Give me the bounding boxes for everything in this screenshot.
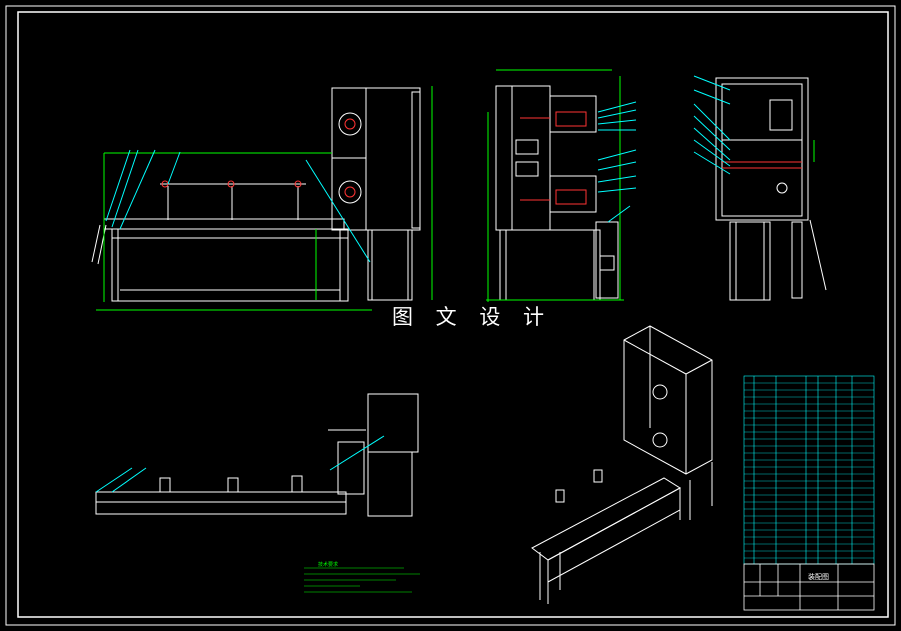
parts-list [743, 375, 875, 565]
technical-notes [304, 567, 420, 593]
front-view [91, 86, 433, 311]
right-view [693, 75, 827, 301]
side-view [486, 69, 637, 302]
top-view [95, 393, 419, 517]
parts-list-rows [744, 382, 874, 559]
watermark-text: 图 文 设 计 [392, 305, 553, 329]
isometric-view [531, 325, 713, 604]
title-block-name: 装配图 [808, 572, 829, 581]
outer-frame [5, 5, 896, 626]
title-block [743, 563, 875, 611]
inner-frame [17, 11, 889, 618]
notes-heading: 技术要求 [318, 561, 338, 568]
